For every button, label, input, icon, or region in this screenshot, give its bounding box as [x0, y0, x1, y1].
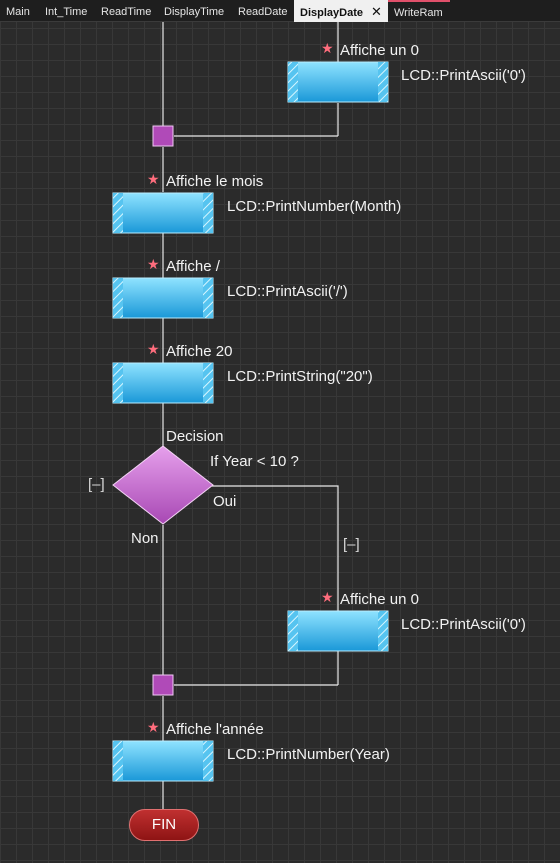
decision-title: Decision: [166, 428, 224, 445]
block6-code[interactable]: LCD::PrintNumber(Year): [227, 746, 390, 763]
star-icon: ★: [147, 341, 160, 357]
star-icon: ★: [147, 256, 160, 272]
process-block-6: [112, 740, 214, 782]
decision-yes-label: Oui: [213, 493, 237, 510]
flowchart-diagram: [112, 22, 389, 809]
decision-no-label: Non: [131, 530, 159, 547]
block4-code[interactable]: LCD::PrintString("20"): [227, 368, 373, 385]
tab-bar: Main Int_Time ReadTime DisplayTime ReadD…: [0, 0, 560, 22]
block1-code[interactable]: LCD::PrintAscii('0'): [401, 67, 526, 84]
flowchart-canvas[interactable]: ★ Affiche un 0 LCD::PrintAscii('0') ★ Af…: [0, 22, 560, 863]
tab-readtime[interactable]: ReadTime: [101, 6, 152, 18]
star-icon: ★: [147, 719, 160, 735]
block3-comment: Affiche /: [166, 258, 220, 275]
junction-2: [152, 674, 174, 696]
process-block-4: [112, 362, 214, 404]
block2-comment: Affiche le mois: [166, 173, 264, 190]
process-block-2: [112, 192, 214, 234]
block3-code[interactable]: LCD::PrintAscii('/'): [227, 283, 348, 300]
collapse-right-toggle[interactable]: [–]: [343, 536, 360, 553]
close-tab-icon[interactable]: ✕: [370, 4, 382, 19]
tab-readdate[interactable]: ReadDate: [238, 6, 288, 18]
tab-displaydate[interactable]: DisplayDate ✕: [294, 0, 388, 22]
tab-displaytime[interactable]: DisplayTime: [164, 6, 225, 18]
block5-comment: Affiche un 0: [340, 591, 419, 608]
process-block-1: [287, 61, 389, 103]
block4-comment: Affiche 20: [166, 343, 233, 360]
collapse-left-toggle[interactable]: [–]: [88, 476, 105, 493]
block2-code[interactable]: LCD::PrintNumber(Month): [227, 198, 402, 215]
star-icon: ★: [321, 589, 334, 605]
block5-code[interactable]: LCD::PrintAscii('0'): [401, 616, 526, 633]
tab-int-time[interactable]: Int_Time: [45, 6, 88, 18]
end-terminal[interactable]: FIN: [129, 809, 199, 841]
block6-comment: Affiche l'année: [166, 721, 264, 738]
decision-condition[interactable]: If Year < 10 ?: [210, 453, 299, 470]
star-icon: ★: [321, 40, 334, 56]
process-block-5: [287, 610, 389, 652]
process-block-3: [112, 277, 214, 319]
star-icon: ★: [147, 171, 160, 187]
tab-writeram[interactable]: WriteRam: [388, 0, 450, 22]
tab-main[interactable]: Main: [6, 6, 30, 18]
junction-1: [152, 125, 174, 147]
decision-diamond: [112, 445, 214, 525]
block1-comment: Affiche un 0: [340, 42, 419, 59]
tab-displaydate-label: DisplayDate: [300, 7, 363, 19]
